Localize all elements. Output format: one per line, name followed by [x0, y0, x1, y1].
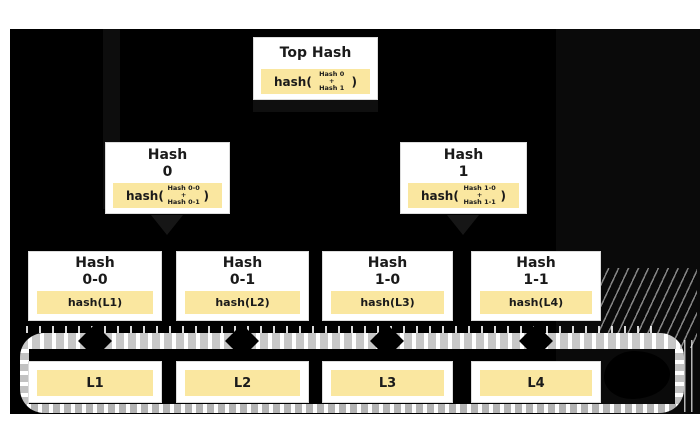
title-line-1: Hash	[75, 255, 115, 271]
hash-args: Hash 1-0 + Hash 1-1	[463, 185, 495, 206]
block-l1-label: L1	[37, 370, 153, 396]
hash-fn-open: hash(	[421, 188, 459, 203]
node-hash-0-0-value: hash(L1)	[37, 291, 153, 314]
outline-bottom-dashes	[20, 404, 684, 413]
node-hash-1-1: Hash 1-1 hash(L4)	[471, 251, 601, 321]
node-hash-0-1: Hash 0-1 hash(L2)	[176, 251, 309, 321]
title-line-2: 1-1	[523, 272, 549, 288]
hash-arg-2: Hash 0-1	[167, 198, 200, 206]
node-hash-1-title: Hash 1	[401, 147, 526, 181]
node-top-hash: Top Hash hash( Hash 0 + Hash 1 )	[253, 37, 378, 100]
block-l3: L3	[322, 361, 453, 403]
outline-left-dashes	[20, 349, 29, 404]
block-l2-label: L2	[185, 370, 300, 396]
block-l4: L4	[471, 361, 601, 403]
block-l3-label: L3	[331, 370, 444, 396]
title-line-1: Hash	[443, 147, 484, 163]
node-hash-0-title: Hash 0	[106, 147, 229, 181]
title-line-2: 0-0	[82, 272, 108, 288]
hash-fn-open: hash(	[126, 188, 164, 203]
plus-operator: +	[328, 77, 335, 85]
node-hash-1-0-title: Hash 1-0	[323, 255, 452, 289]
hash-args: Hash 0 + Hash 1	[319, 71, 344, 92]
hash-arg-1: Hash 0-0	[167, 184, 200, 192]
title-line-1: Hash	[147, 147, 188, 163]
title-line-2: 0-1	[229, 272, 256, 288]
hash-arg-1: Hash 0	[319, 70, 345, 78]
block-l4-label: L4	[480, 370, 592, 396]
node-hash-0-1-value: hash(L2)	[185, 291, 300, 314]
hash-fn-close: )	[351, 74, 357, 89]
node-hash-0: Hash 0 hash( Hash 0-0 + Hash 0-1 )	[105, 142, 230, 214]
hash-arg-2: Hash 1-1	[463, 198, 496, 206]
node-top-hash-title: Top Hash	[279, 45, 352, 61]
hash-arg-1: Hash 1-0	[463, 184, 496, 192]
title-line-1: Hash	[222, 255, 263, 271]
title-line-2: 1	[458, 164, 469, 180]
plus-operator: +	[180, 191, 187, 199]
title-line-2: 1-0	[374, 272, 401, 288]
block-l1: L1	[28, 361, 162, 403]
slits-artifact-top	[26, 326, 662, 333]
node-hash-0-strip: hash( Hash 0-0 + Hash 0-1 )	[113, 183, 222, 208]
block-l2: L2	[176, 361, 309, 403]
hash-arg-2: Hash 1	[319, 84, 345, 92]
outline-top-dashes	[20, 333, 684, 349]
arrowhead-under-hash-0	[151, 215, 183, 235]
node-hash-1-1-title: Hash 1-1	[472, 255, 600, 289]
outline-right-dashes	[675, 349, 684, 404]
node-hash-0-0-title: Hash 0-0	[29, 255, 161, 289]
node-hash-1-0-value: hash(L3)	[331, 291, 444, 314]
data-blocks-outline	[20, 333, 684, 413]
node-top-hash-strip: hash( Hash 0 + Hash 1 )	[261, 69, 370, 94]
node-hash-1-strip: hash( Hash 1-0 + Hash 1-1 )	[408, 183, 519, 208]
node-hash-1-1-value: hash(L4)	[480, 291, 592, 314]
data-blocks-label-blob	[604, 351, 670, 399]
node-hash-0-0: Hash 0-0 hash(L1)	[28, 251, 162, 321]
node-hash-0-1-title: Hash 0-1	[177, 255, 308, 289]
node-hash-1: Hash 1 hash( Hash 1-0 + Hash 1-1 )	[400, 142, 527, 214]
plus-operator: +	[476, 191, 483, 199]
shadow-under-root	[253, 100, 378, 112]
arrowhead-under-hash-1	[447, 215, 479, 235]
hash-args: Hash 0-0 + Hash 0-1	[167, 185, 199, 206]
title-line-2: 0	[162, 164, 173, 180]
title-line-1: Hash	[367, 255, 408, 271]
hash-fn-open: hash(	[274, 74, 312, 89]
node-hash-1-0: Hash 1-0 hash(L3)	[322, 251, 453, 321]
title-line-1: Hash	[516, 255, 556, 271]
slits-artifact-right	[684, 340, 698, 412]
hash-fn-close: )	[203, 188, 209, 203]
hash-fn-close: )	[500, 188, 506, 203]
